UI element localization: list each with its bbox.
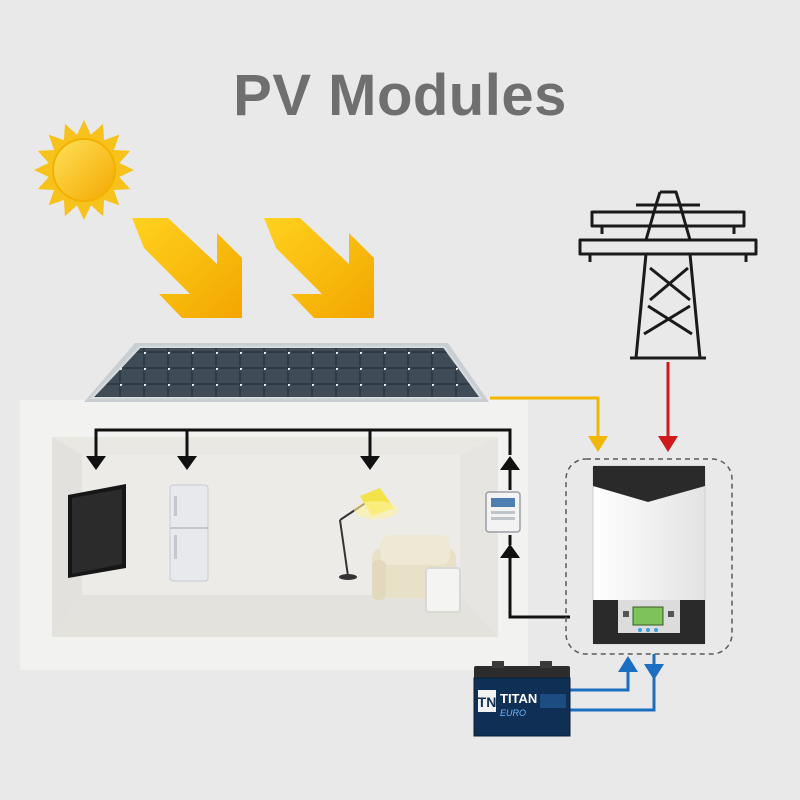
hybrid-inverter	[565, 458, 733, 655]
grid-wiring	[658, 362, 678, 452]
refrigerator-icon	[169, 484, 209, 582]
arrow-down-icon	[177, 456, 197, 470]
arrow-down-icon	[644, 664, 664, 680]
arrow-down-icon	[86, 456, 106, 470]
sunlight-arrow-icon	[264, 218, 374, 318]
page-title: PV Modules	[233, 63, 567, 128]
power-pylon-icon	[578, 190, 758, 360]
sofa-icon	[372, 535, 461, 613]
arrow-up-icon	[618, 656, 638, 672]
svg-text:TN: TN	[478, 694, 497, 710]
television-icon	[68, 484, 126, 578]
sunlight-arrow-icon	[132, 218, 242, 318]
ac-load-wiring	[94, 428, 570, 619]
electric-meter-icon	[485, 491, 521, 533]
arrow-up-icon	[500, 456, 520, 470]
arrow-up-icon	[500, 544, 520, 558]
floor-lamp-icon	[339, 488, 398, 580]
arrow-down-icon	[360, 456, 380, 470]
battery-sub-label: EURO	[500, 708, 526, 718]
battery: TN TITAN EURO	[473, 661, 571, 737]
pv-wiring	[490, 396, 608, 452]
solar-panel	[84, 343, 489, 402]
sun-icon	[34, 120, 134, 220]
battery-brand-label: TITAN	[500, 691, 537, 706]
battery-wiring	[568, 654, 656, 712]
